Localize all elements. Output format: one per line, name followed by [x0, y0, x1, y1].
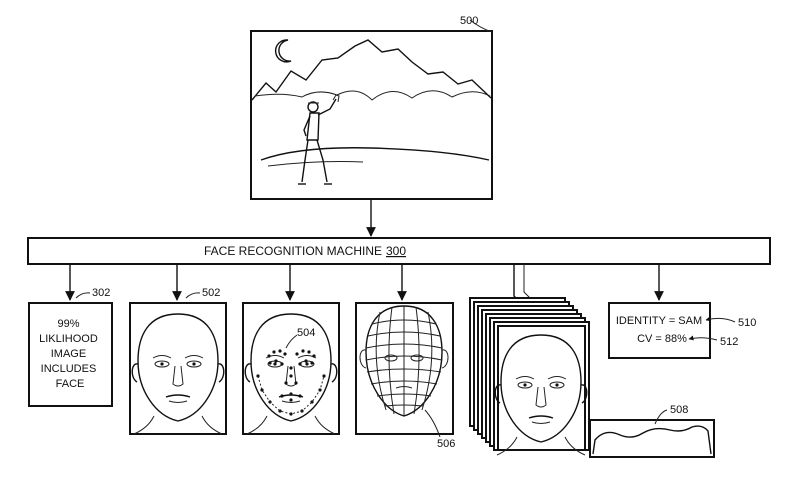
person-waving [298, 94, 340, 185]
ref-502-label: 502 [202, 287, 220, 299]
landscape-scene [251, 39, 492, 185]
source-image-frame [250, 30, 493, 200]
identity-box [608, 302, 711, 359]
ref-506-label: 506 [437, 438, 455, 450]
detection-text: 99% LIKLIHOOD IMAGE INCLUDES FACE [39, 318, 101, 390]
ref-500-label: 500 [460, 15, 478, 27]
cv-text: CV = 88% [637, 333, 687, 345]
moon-icon [274, 39, 292, 63]
face-crop-frame [129, 302, 227, 435]
machine-label: FACE RECOGNITION MACHINE [204, 244, 382, 258]
ref-500-leader [469, 19, 493, 33]
machine-ref: 300 [386, 244, 406, 258]
ref-510-label: 510 [738, 317, 756, 329]
identity-text: IDENTITY = SAM [616, 315, 702, 327]
face-recognition-machine [27, 237, 771, 265]
face-mesh [359, 305, 449, 417]
ref-302-label: 302 [92, 287, 110, 299]
face-image-stack [469, 297, 590, 456]
ref-504-label: 504 [297, 327, 315, 339]
facial-landmark-points [256, 349, 326, 416]
signal-curve [592, 425, 712, 455]
detection-box [28, 302, 113, 407]
ground-line [260, 147, 490, 161]
mountain-ridge [251, 39, 492, 101]
ref-512-label: 512 [720, 336, 738, 348]
ref-508-label: 508 [670, 404, 688, 416]
mountain-foothills [254, 90, 491, 101]
